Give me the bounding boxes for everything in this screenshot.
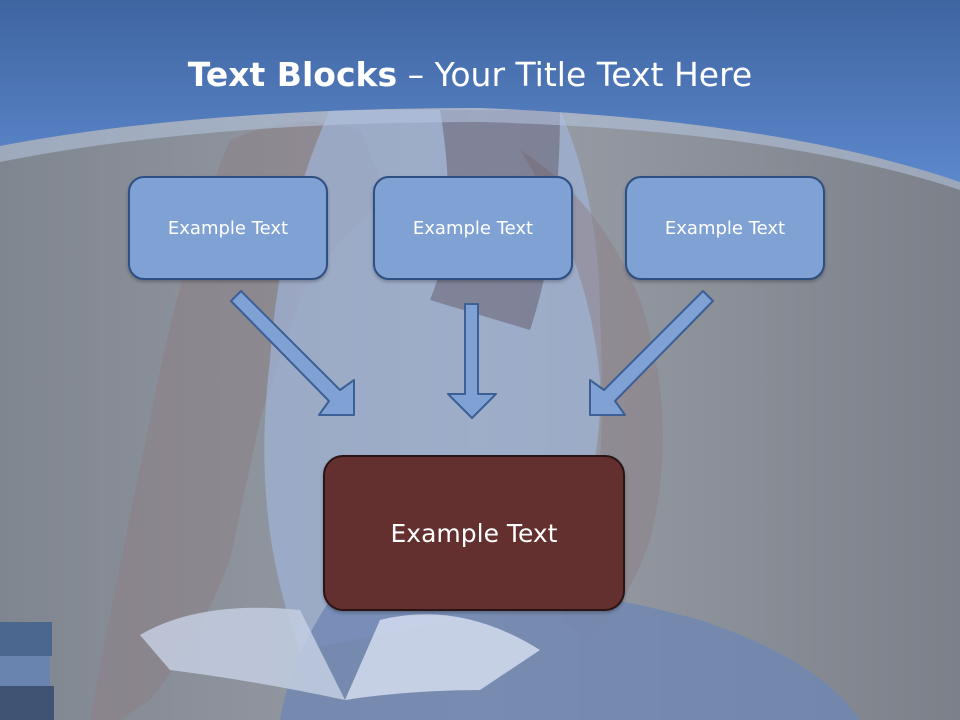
text-block-label: Example Text: [412, 217, 534, 239]
title-rest: Your Title Text Here: [434, 55, 753, 94]
title-bold: Text Blocks: [187, 55, 398, 94]
slide-title: Text Blocks – Your Title Text Here: [0, 52, 940, 98]
text-block-main[interactable]: Example Text: [323, 455, 625, 611]
text-block-main-label: Example Text: [390, 518, 558, 548]
text-block-top-center[interactable]: Example Text: [373, 176, 573, 280]
text-block-top-left[interactable]: Example Text: [128, 176, 328, 280]
text-block-top-right[interactable]: Example Text: [625, 176, 825, 280]
text-block-label: Example Text: [664, 217, 786, 239]
text-block-label: Example Text: [167, 217, 289, 239]
title-separator: –: [407, 55, 425, 94]
